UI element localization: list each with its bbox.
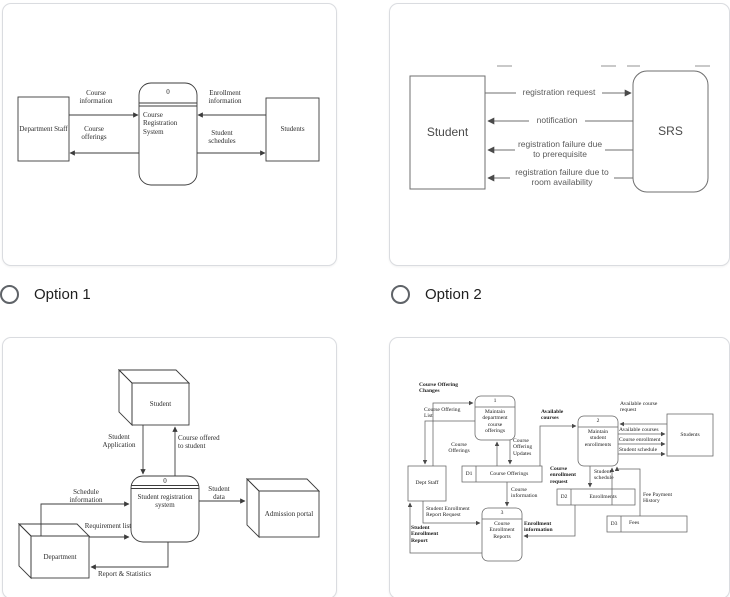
process-3-box	[481, 507, 523, 562]
flow-student-enrollment-report: Student Enrollment Report	[411, 525, 439, 544]
process-1-box	[474, 395, 516, 441]
cropped-text-mark	[627, 65, 640, 67]
entity-department: Department	[43, 552, 77, 561]
flow-student-data: Student data	[208, 485, 230, 502]
option1-label: Option 1	[34, 285, 91, 303]
process-2-name: Maintain student enrollments	[584, 429, 612, 448]
flow-offering-updates: Course Offering Updates	[513, 438, 533, 457]
flow-offering-changes: Course Offering Changes	[419, 382, 458, 395]
entity-students: Students	[680, 431, 700, 438]
option3-diagram-card: Student Admission portal Department 0 St…	[2, 337, 337, 597]
flow-course-offerings: Course offerings	[81, 125, 107, 142]
process-3-name: Course Enrollment Reports	[489, 521, 515, 540]
entity-department-staff: Department Staff	[19, 124, 68, 133]
entity-dept-staff-box	[407, 465, 447, 502]
flow-course-information: Course information	[511, 487, 538, 500]
datastore-d1-box	[461, 465, 543, 483]
datastore-d2-name: Enrollments	[589, 493, 617, 500]
entity-dept-staff: Dept Staff	[415, 480, 439, 487]
process-1-name: Maintain department course offerings	[482, 409, 508, 434]
option1-diagram-card: Department Staff Students 0 Course Regis…	[2, 3, 337, 266]
flow-report-request: Student Enrollment Report Request	[426, 506, 470, 519]
datastore-d3-box	[606, 515, 688, 533]
flow-enrollment-information: Enrollment information	[524, 521, 553, 534]
entity-students-box	[666, 413, 714, 457]
process-id: 0	[166, 88, 170, 96]
entity-student: Student	[149, 399, 172, 408]
level0-dfd-graphic	[407, 395, 714, 562]
cropped-text-mark	[601, 65, 616, 67]
datastore-d1-name: Course Offerings	[489, 470, 529, 477]
datastore-d2-box	[556, 488, 636, 506]
entity-student-box	[409, 75, 486, 190]
entity-student: Student	[426, 125, 469, 140]
process-3-id: 3	[500, 510, 504, 516]
entity-department-staff-box	[17, 96, 70, 162]
flow-offering-list: Course Offering List	[424, 407, 461, 420]
flow-student-schedules: Student schedules	[208, 129, 236, 146]
option1-radio[interactable]	[0, 284, 19, 304]
flow-fee-payment-history: Fee Payment History	[643, 492, 673, 505]
option4-diagram-card: Dept Staff Students 1 Maintain departmen…	[389, 337, 730, 597]
flow-course-enrollment-request: Course enrollment request	[550, 466, 576, 485]
entity-students: Students	[280, 125, 305, 134]
flow-available-courses-in: Available courses	[541, 409, 564, 422]
datastore-d2-id: D2	[560, 493, 568, 500]
flow-report-statistics: Report & Statistics	[98, 570, 152, 578]
option2-diagram-card: Student SRS registration request notific…	[389, 3, 730, 266]
flow-failure-prerequisite: registration failure due to prerequisite	[515, 139, 605, 160]
datastore-d1-id: D1	[465, 470, 473, 477]
process-0-box	[130, 475, 200, 543]
process-0-box	[138, 82, 198, 186]
registration-diagram-graphic	[17, 368, 321, 580]
datastore-d3-name: Fees	[629, 520, 640, 526]
cropped-text-mark	[497, 65, 512, 67]
option1-row: Option 1	[0, 282, 91, 306]
process-2-id: 2	[596, 418, 600, 424]
process-2-box	[577, 415, 619, 467]
process-srs: SRS	[658, 124, 683, 139]
option2-radio[interactable]	[391, 284, 410, 304]
flow-failure-room: registration failure due to room availab…	[510, 167, 614, 188]
flow-schedule-information: Schedule information	[69, 488, 103, 505]
flow-student-schedule-out: Student schedule	[619, 447, 658, 453]
flow-course-offerings: Course Offerings	[448, 442, 470, 455]
process-1-id: 1	[493, 398, 497, 404]
flow-notification: notification	[529, 115, 585, 126]
process-name: Course Registration System	[143, 111, 178, 136]
flow-course-offered: Course offered to student	[178, 434, 220, 451]
process-srs-box	[632, 70, 709, 193]
flow-available-courses-out: Available courses	[619, 427, 659, 433]
flow-registration-request: registration request	[516, 87, 602, 98]
process-name: Student registration system	[137, 493, 193, 510]
flow-student-application: Student Application	[102, 433, 136, 450]
flow-student-schedule-store: Student schedule	[594, 469, 614, 482]
option2-label: Option 2	[425, 285, 482, 303]
flow-requirement-list: Requirement list	[84, 522, 132, 530]
process-id: 0	[163, 477, 167, 485]
entity-admission-portal: Admission portal	[264, 509, 314, 518]
datastore-d3-id: D3	[610, 520, 618, 527]
flow-course-information: Course information	[79, 89, 113, 106]
entity-students-box	[265, 97, 320, 162]
flow-available-course-request: Available course request	[620, 401, 658, 414]
context-diagram-graphic	[17, 82, 320, 186]
flow-enrollment-information: Enrollment information	[208, 89, 242, 106]
cropped-text-mark	[695, 65, 710, 67]
option2-row: Option 2	[391, 282, 482, 306]
flow-course-enrollment: Course enrollment	[619, 437, 661, 443]
